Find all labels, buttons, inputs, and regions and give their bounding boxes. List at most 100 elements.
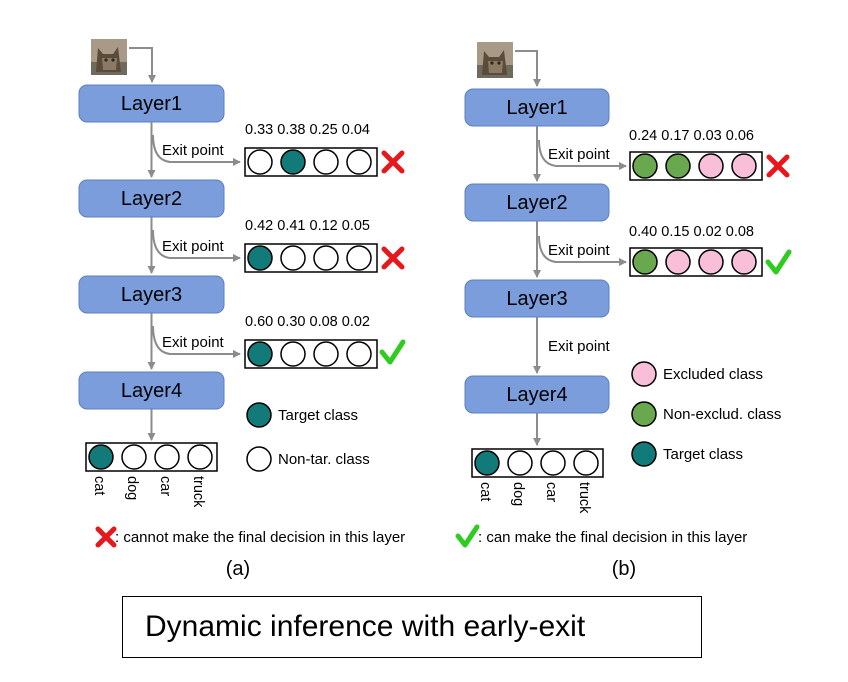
class-label-truck-b: truck: [576, 482, 592, 514]
output-a-circle-1: [88, 444, 114, 470]
legend-b: Excluded class Non-exclud. class Target …: [631, 361, 781, 467]
class-label-truck-a: truck: [190, 476, 206, 508]
output-b-circle-4: [573, 450, 599, 476]
output-b-circle-3: [540, 450, 566, 476]
exit1-b-circle-1: [632, 153, 658, 179]
legend-b-swatch-1: [631, 361, 657, 387]
caption-a: (a): [226, 558, 250, 580]
check-icon: [765, 249, 792, 275]
exit3-a-circle-4: [346, 341, 372, 367]
exit-arrow-1-b: [538, 139, 627, 170]
exit1-a-circle-4: [346, 149, 372, 175]
output-b: cat dog car truck: [471, 448, 604, 514]
layer1-box-a: Layer1: [78, 84, 225, 123]
legend-b-label-1: Excluded class: [663, 366, 763, 383]
footnote-check-text: : can make the final decision in this la…: [478, 529, 747, 546]
output-a-circle-3: [154, 444, 180, 470]
exit-label-3-a: Exit point: [162, 334, 225, 351]
probs-1-a: 0.33 0.38 0.25 0.04: [245, 122, 370, 138]
exit-arrow-1-a: [152, 134, 241, 166]
layer3-box-b: Layer3: [464, 279, 610, 318]
exit-1-a: Exit point 0.33 0.38 0.25 0.04: [152, 122, 405, 177]
exit-label-2-b: Exit point: [548, 242, 611, 259]
exit2-b-circle-3: [698, 249, 724, 275]
cross-icon: [766, 154, 790, 178]
exit2-b-circle-2: [665, 249, 691, 275]
legend-b-label-2: Non-exclud. class: [663, 406, 781, 423]
input-arrow-b: [515, 50, 541, 87]
legend-a-label-1: Target class: [278, 407, 358, 424]
footnote-cross-text: : cannot make the final decision in this…: [115, 529, 405, 546]
cross-icon: [381, 246, 405, 270]
exit3-a-circle-1: [247, 341, 273, 367]
class-label-dog-b: dog: [510, 482, 526, 506]
exit2-a-circle-4: [346, 245, 372, 271]
exit-label-3-b: Exit point: [548, 338, 611, 355]
probs-3-a: 0.60 0.30 0.08 0.02: [245, 314, 370, 330]
exit2-b-circle-4: [731, 249, 757, 275]
legend-b-label-3: Target class: [663, 446, 743, 463]
legend-a: Target class Non-tar. class: [246, 402, 370, 472]
class-label-dog-a: dog: [124, 476, 140, 500]
cat-image-b: [477, 42, 513, 78]
exit-3-a: Exit point 0.60 0.30 0.08 0.02: [152, 314, 406, 369]
footnote-cross: : cannot make the final decision in this…: [95, 526, 405, 548]
layer1-label-a: Layer1: [121, 93, 182, 115]
class-label-cat-b: cat: [477, 482, 493, 501]
layer3-box-a: Layer3: [78, 275, 225, 314]
panel-a: Layer1 Layer2 Layer3 Layer4 Exit point 0…: [78, 39, 406, 508]
cat-image-a: [91, 39, 127, 75]
page-title: Dynamic inference with early-exit: [145, 610, 586, 643]
exit-label-2-a: Exit point: [162, 238, 225, 255]
exit1-b-circle-3: [698, 153, 724, 179]
legend-a-swatch-2: [246, 446, 272, 472]
exit1-a-circle-1: [247, 149, 273, 175]
panel-b: Layer1 Layer2 Layer3 Layer4 Exit point 0…: [464, 42, 792, 514]
input-arrow-a: [129, 47, 156, 83]
exit-arrow-2-a: [152, 229, 241, 262]
layer4-label-b: Layer4: [506, 384, 567, 406]
legend-a-swatch-1: [246, 402, 272, 428]
cross-icon: [381, 150, 405, 174]
output-a: cat dog car truck: [85, 442, 218, 508]
legend-b-swatch-3: [631, 441, 657, 467]
footnote-check: : can make the final decision in this la…: [455, 524, 747, 548]
output-b-circle-1: [474, 450, 500, 476]
caption-b: (b): [612, 558, 636, 580]
exit-1-b: Exit point 0.24 0.17 0.03 0.06: [538, 128, 790, 181]
exit2-a-circle-1: [247, 245, 273, 271]
layer2-box-b: Layer2: [464, 183, 610, 222]
output-a-circle-2: [121, 444, 147, 470]
exit-arrow-2-b: [538, 235, 627, 266]
title-box: Dynamic inference with early-exit: [122, 596, 702, 658]
layer2-label-a: Layer2: [121, 188, 182, 210]
exit1-a-circle-2: [280, 149, 306, 175]
exit3-a-circle-3: [313, 341, 339, 367]
class-label-car-a: car: [157, 476, 173, 496]
check-icon: [379, 339, 406, 365]
exit1-a-circle-3: [313, 149, 339, 175]
probs-1-b: 0.24 0.17 0.03 0.06: [629, 128, 754, 144]
exit-2-a: Exit point 0.42 0.41 0.12 0.05: [152, 218, 405, 273]
legend-b-swatch-2: [631, 401, 657, 427]
layer4-box-b: Layer4: [464, 375, 610, 414]
exit2-b-circle-1: [632, 249, 658, 275]
exit1-b-circle-4: [731, 153, 757, 179]
cross-icon: [95, 526, 117, 548]
class-label-cat-a: cat: [91, 476, 107, 495]
exit3-a-circle-2: [280, 341, 306, 367]
exit-arrow-3-a: [152, 325, 241, 358]
output-b-circle-2: [507, 450, 533, 476]
exit2-a-circle-3: [313, 245, 339, 271]
layer4-label-a: Layer4: [121, 380, 182, 402]
layer3-label-a: Layer3: [121, 284, 182, 306]
probs-2-a: 0.42 0.41 0.12 0.05: [245, 218, 370, 234]
exit-label-1-a: Exit point: [162, 142, 225, 159]
exit-2-b: Exit point 0.40 0.15 0.02 0.08: [538, 224, 792, 277]
layer1-box-b: Layer1: [464, 88, 610, 127]
layer4-box-a: Layer4: [78, 371, 225, 410]
exit1-b-circle-2: [665, 153, 691, 179]
layer1-label-b: Layer1: [506, 97, 567, 119]
exit2-a-circle-2: [280, 245, 306, 271]
